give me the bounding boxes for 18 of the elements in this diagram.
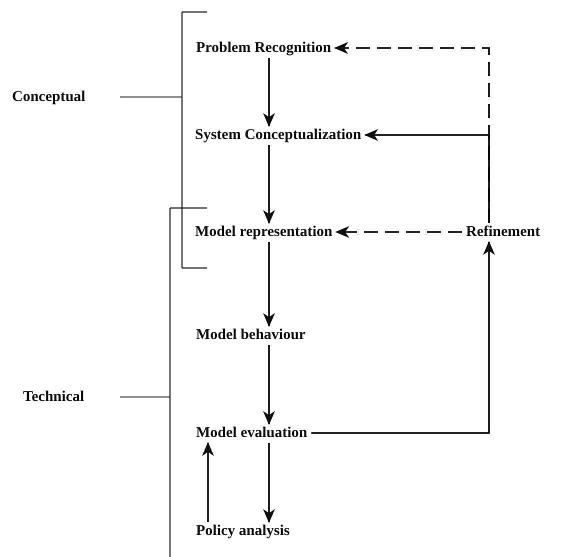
stage-label: Model evaluation xyxy=(195,424,308,442)
arrow xyxy=(202,442,214,522)
phase-label: Conceptual xyxy=(12,88,86,106)
arrow xyxy=(263,345,275,425)
stage-label: Model representation xyxy=(194,223,334,241)
arrow xyxy=(263,145,275,224)
stage-label: System Conceptualization xyxy=(194,126,362,144)
stage-label: Problem Recognition xyxy=(195,39,332,57)
arrow xyxy=(263,58,275,127)
arrow xyxy=(263,443,275,523)
stage-label: Refinement xyxy=(465,223,542,241)
stage-label: Model behaviour xyxy=(195,326,307,344)
phase-label: Technical xyxy=(23,388,84,406)
arrow xyxy=(335,226,462,238)
arrow xyxy=(311,241,495,434)
stage-label: Policy analysis xyxy=(195,522,291,540)
arrow xyxy=(263,242,275,327)
arrow xyxy=(334,42,490,223)
